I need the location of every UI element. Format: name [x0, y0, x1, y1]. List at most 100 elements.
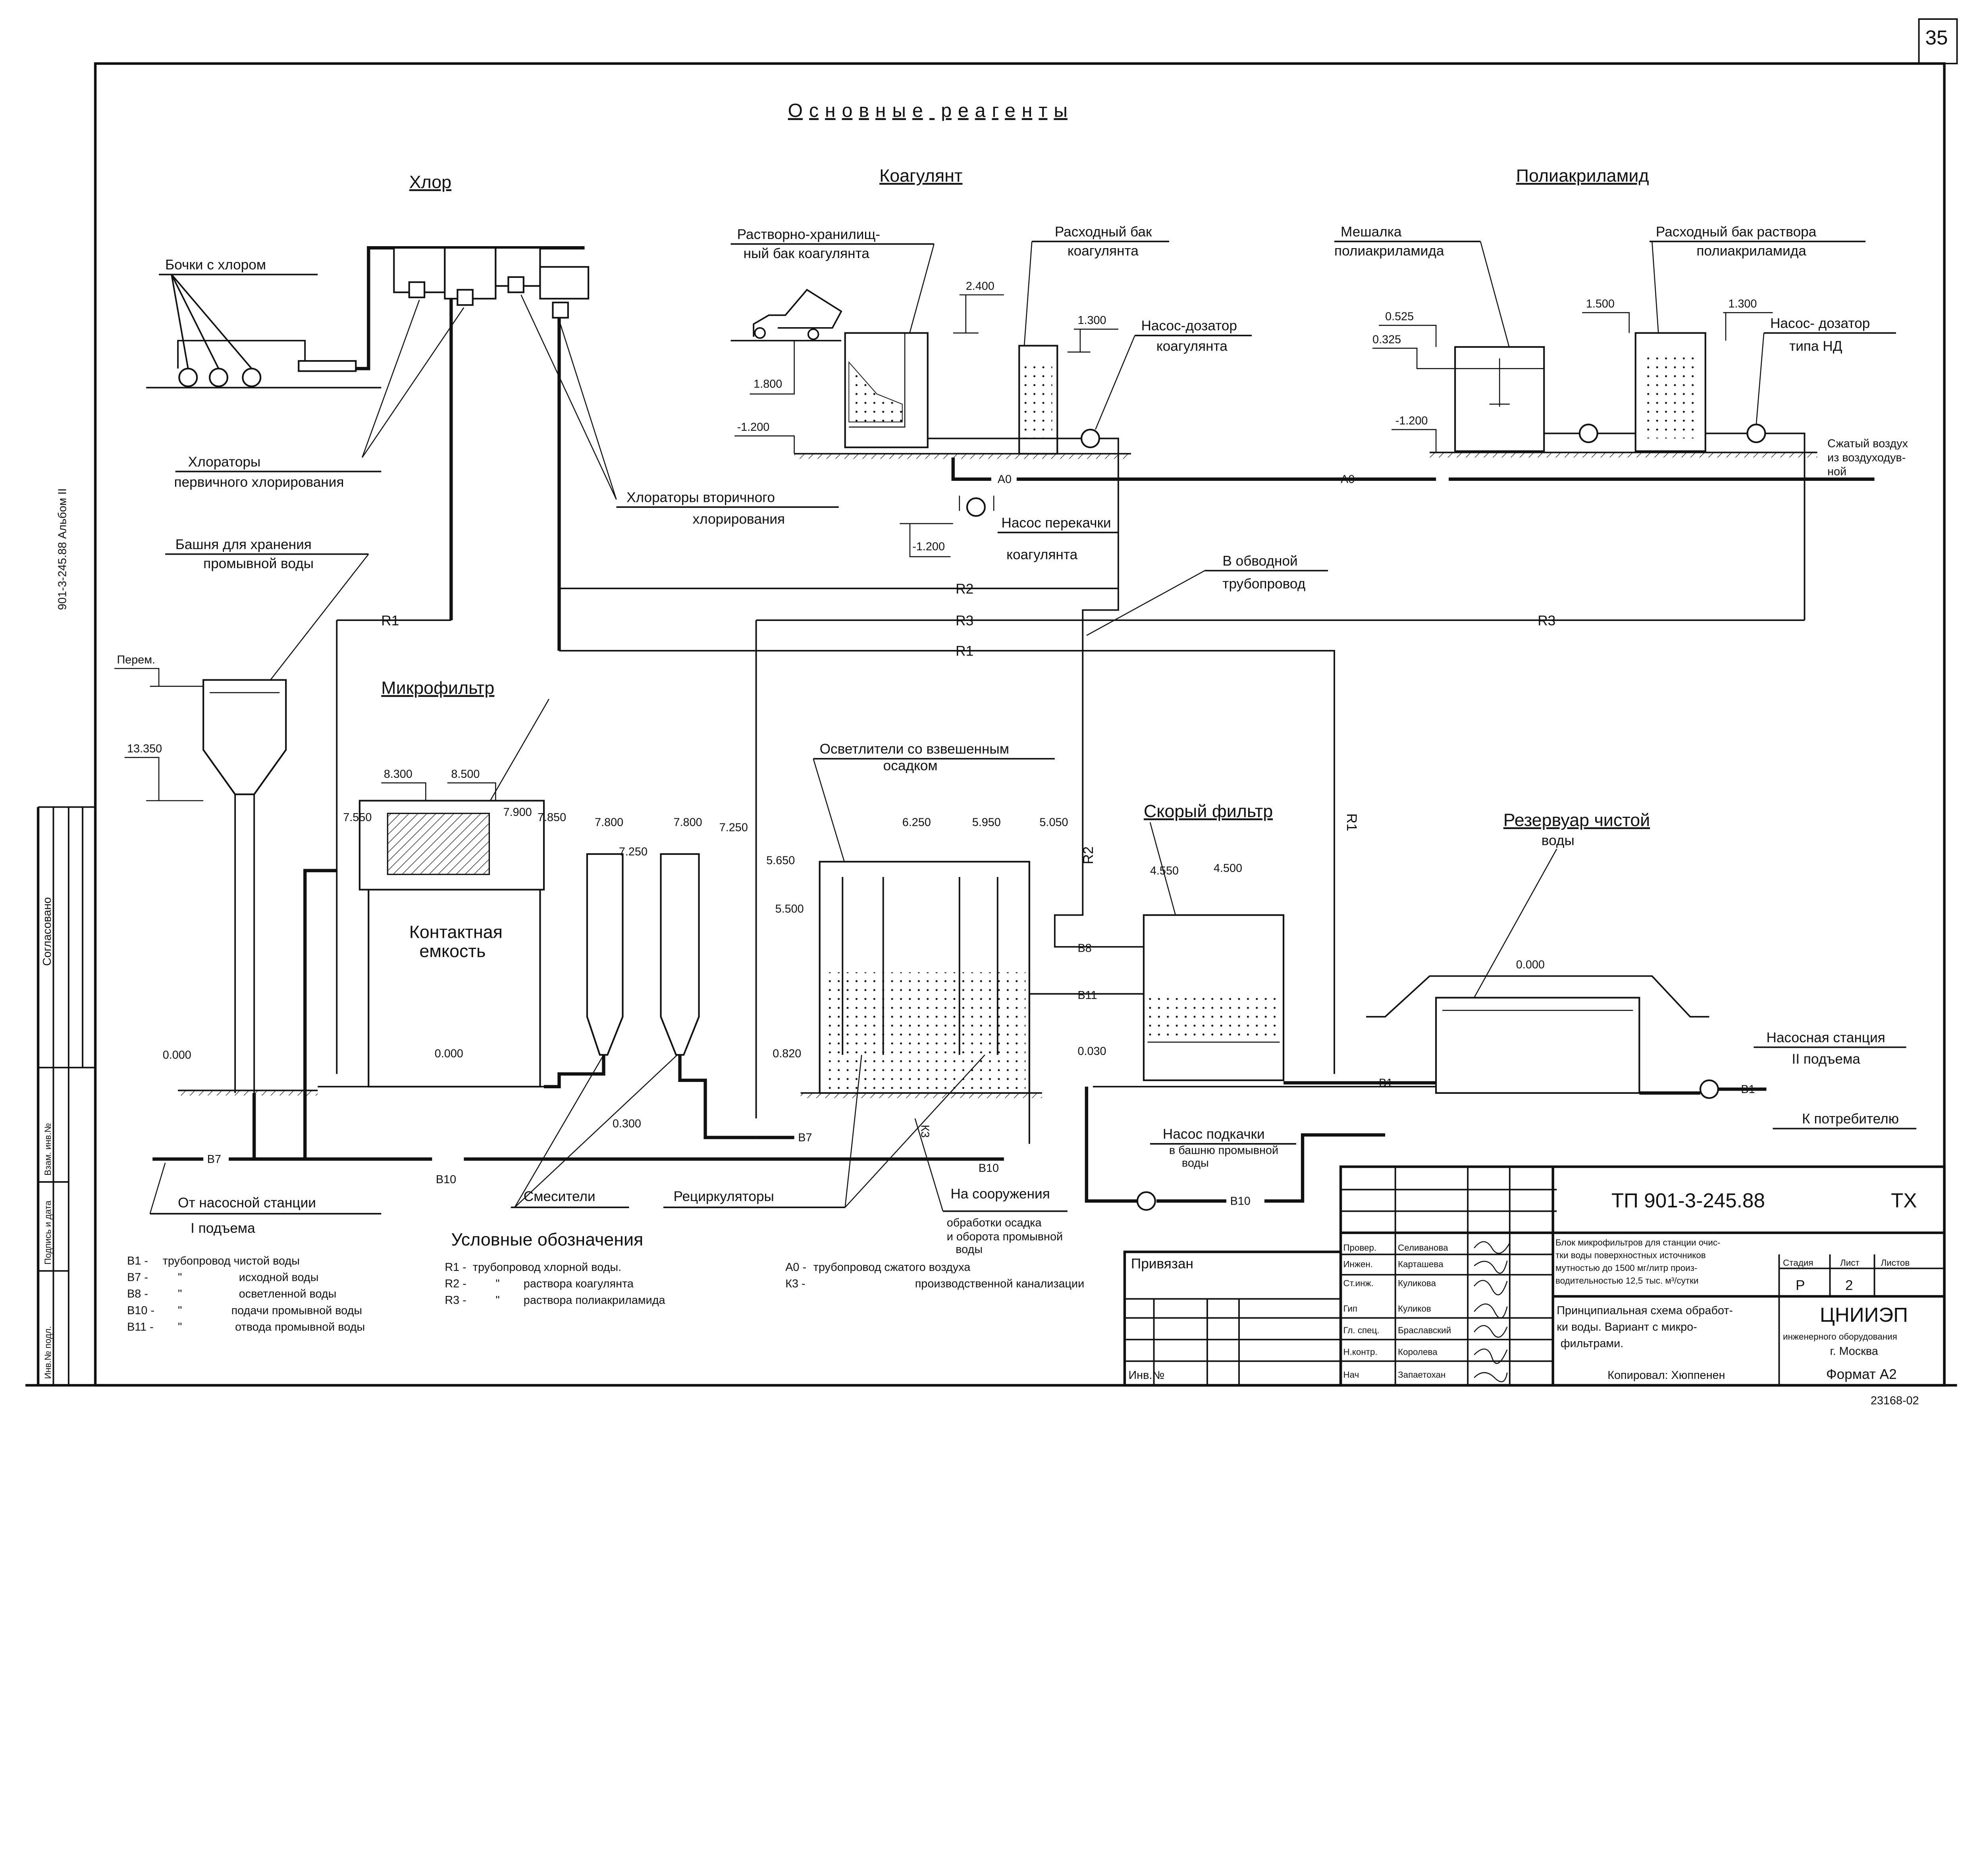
signature-row: Ст.инж. Куликова	[1343, 1278, 1436, 1288]
svg-text:отвода промывной воды: отвода промывной воды	[235, 1321, 365, 1333]
sheet-title: Принципиальная схема обработ-	[1557, 1304, 1733, 1317]
booster-pump-label-3: воды	[1182, 1157, 1209, 1170]
legend-item: B10 -"подачи промывной воды	[127, 1304, 362, 1317]
elevation-mark: 2.400	[966, 280, 994, 293]
elevation-mark: 0.325	[1372, 333, 1401, 346]
pipe-label-b7: B7	[207, 1153, 221, 1166]
svg-text:Запаетохан: Запаетохан	[1398, 1370, 1445, 1380]
sheet-value: 2	[1845, 1278, 1853, 1293]
consumption-tank-label: Расходный бак	[1055, 224, 1152, 239]
svg-text:": "	[495, 1294, 499, 1307]
mixers-label: Смесители	[524, 1189, 596, 1204]
svg-text:К3 -: К3 -	[785, 1278, 805, 1290]
approval-side-table: Согласовано Взам. инв.№ Подпись и дата И…	[38, 806, 96, 1386]
pipe-label-b10: B10	[979, 1162, 999, 1174]
project-description: Блок микрофильтров для станции очис-	[1555, 1238, 1720, 1247]
elevation-mark: -1.200	[737, 421, 770, 434]
pipe-label-r2: R2	[1081, 846, 1096, 864]
stage-value: Р	[1796, 1278, 1805, 1293]
microfilter-contact-tank: Микрофильтр Контактная емкость 7.550 8.3…	[318, 678, 566, 1087]
contact-tank-label: Контактная	[409, 922, 503, 942]
svg-text:": "	[178, 1321, 182, 1333]
booster-pump-icon	[1136, 1191, 1156, 1211]
sheet-number: 35	[1925, 26, 1948, 49]
elevation-mark: 1.300	[1728, 298, 1757, 310]
process-flow-diagram: 35 901-3-245.88 Альбом II Согласовано Вз…	[25, 18, 1958, 1407]
to-consumer-label: К потребителю	[1802, 1111, 1899, 1127]
svg-text:Куликова: Куликова	[1398, 1278, 1436, 1288]
fast-filter: Скорый фильтр 4.550 4.500 0.030 B8 B11 B…	[1028, 801, 1436, 1144]
main-heading: Основные реагенты	[788, 100, 1068, 121]
svg-text:Гип: Гип	[1343, 1303, 1357, 1313]
secondary-chlorinators-label-2: хлорирования	[693, 511, 785, 527]
section-chlorine: Хлор	[409, 172, 451, 192]
svg-text:Ст.инж.: Ст.инж.	[1343, 1278, 1373, 1288]
organization-name: ЦНИИЭП	[1820, 1303, 1908, 1326]
elevation-mark: 0.000	[435, 1047, 463, 1060]
booster-pump-label-2: в башню промывной	[1169, 1144, 1278, 1157]
album-stamp: 901-3-245.88 Альбом II	[56, 488, 69, 610]
elevation-mark: 7.250	[619, 845, 648, 858]
svg-text:B7 -: B7 -	[127, 1271, 148, 1284]
svg-text:": "	[495, 1278, 499, 1290]
signature-row: Гл. спец.Браславский	[1343, 1325, 1451, 1335]
to-facilities-label-2: обработки осадка	[947, 1217, 1042, 1229]
elevation-mark: 0.525	[1385, 310, 1414, 323]
elevation-mark: 7.800	[595, 816, 623, 829]
water-pipelines: B7 B7 B10 B10 К3 B10 Насос подкачки в ба…	[152, 869, 1386, 1211]
barrels-label: Бочки с хлором	[165, 257, 266, 273]
clarifiers-label-2: осадком	[883, 758, 938, 773]
elevation-mark: 4.500	[1214, 862, 1242, 875]
svg-text:Нач: Нач	[1343, 1370, 1359, 1380]
elevation-mark: 1.500	[1586, 298, 1615, 310]
signature-row: Нач Запаетохан	[1343, 1370, 1445, 1380]
order-number: 23168-02	[1871, 1394, 1919, 1407]
perem-label: Перем.	[117, 654, 155, 666]
pipe-label-b10: B10	[436, 1173, 456, 1186]
legend-item: A0 -трубопровод сжатого воздуха	[785, 1261, 971, 1274]
svg-text:Н.контр.: Н.контр.	[1343, 1347, 1377, 1357]
svg-text:R1 -: R1 -	[445, 1261, 466, 1274]
pipe-label-r1: R1	[956, 644, 973, 659]
pipe-label-r3: R3	[956, 613, 973, 629]
transfer-pump-icon	[966, 497, 986, 517]
mixer-label-2: полиакриламида	[1334, 243, 1444, 258]
coagulant-unit: Растворно-хранилищ- ный бак коагулянта 2…	[730, 224, 1436, 589]
pam-transfer-pump-icon	[1578, 424, 1598, 443]
svg-text:Королева: Королева	[1398, 1347, 1438, 1357]
from-station-label: От насосной станции	[178, 1195, 316, 1211]
to-facilities-label-3: и оборота промывной	[947, 1230, 1063, 1243]
pipe-label-b11: B11	[1077, 989, 1097, 1002]
agreed-label: Согласовано	[41, 897, 54, 966]
elevation-mark: 5.650	[766, 854, 795, 867]
document-mark: ТХ	[1891, 1189, 1917, 1212]
pam-pump-label-2: типа НД	[1789, 338, 1842, 354]
elevation-mark: 13.350	[127, 742, 162, 755]
document-code: ТП 901-3-245.88	[1611, 1189, 1765, 1212]
elevation-mark: 0.030	[1077, 1045, 1106, 1058]
section-polyacrylamide: Полиакриламид	[1516, 166, 1649, 186]
svg-text:раствора коагулянта: раствора коагулянта	[524, 1278, 634, 1290]
elevation-mark: 6.250	[902, 816, 931, 829]
inv-orig-label: Инв.№ подл.	[43, 1326, 53, 1379]
pam-dosing-pump-icon	[1746, 424, 1766, 443]
legend-item: B11 -"отвода промывной воды	[127, 1321, 365, 1333]
pipe-label-b10: B10	[1230, 1195, 1251, 1208]
svg-text:Карташева: Карташева	[1398, 1259, 1443, 1269]
chlorine-barrel	[178, 368, 198, 388]
elevation-mark: 5.950	[972, 816, 1001, 829]
project-description-2: тки воды поверхностных источников	[1555, 1250, 1706, 1260]
legend-item: B8 -"осветленной воды	[127, 1288, 336, 1300]
svg-text:осветленной воды: осветленной воды	[239, 1288, 337, 1300]
pipe-label-r1: R1	[381, 613, 399, 629]
polyacrylamide-unit: Мешалка полиакриламида Расходный бак рас…	[1334, 224, 1908, 621]
dump-truck-icon	[753, 289, 842, 340]
pipe-label-a0: A0	[998, 473, 1012, 486]
stage-header: Стадия	[1783, 1258, 1813, 1268]
contact-tank-label-2: емкость	[419, 941, 486, 961]
svg-text:Инжен.: Инжен.	[1343, 1259, 1372, 1269]
project-description-3: мутностью до 1500 мг/литр произ-	[1555, 1263, 1697, 1273]
secondary-chlorinators-label: Хлораторы вторичного	[626, 490, 775, 505]
svg-text:B1 -: B1 -	[127, 1255, 148, 1267]
